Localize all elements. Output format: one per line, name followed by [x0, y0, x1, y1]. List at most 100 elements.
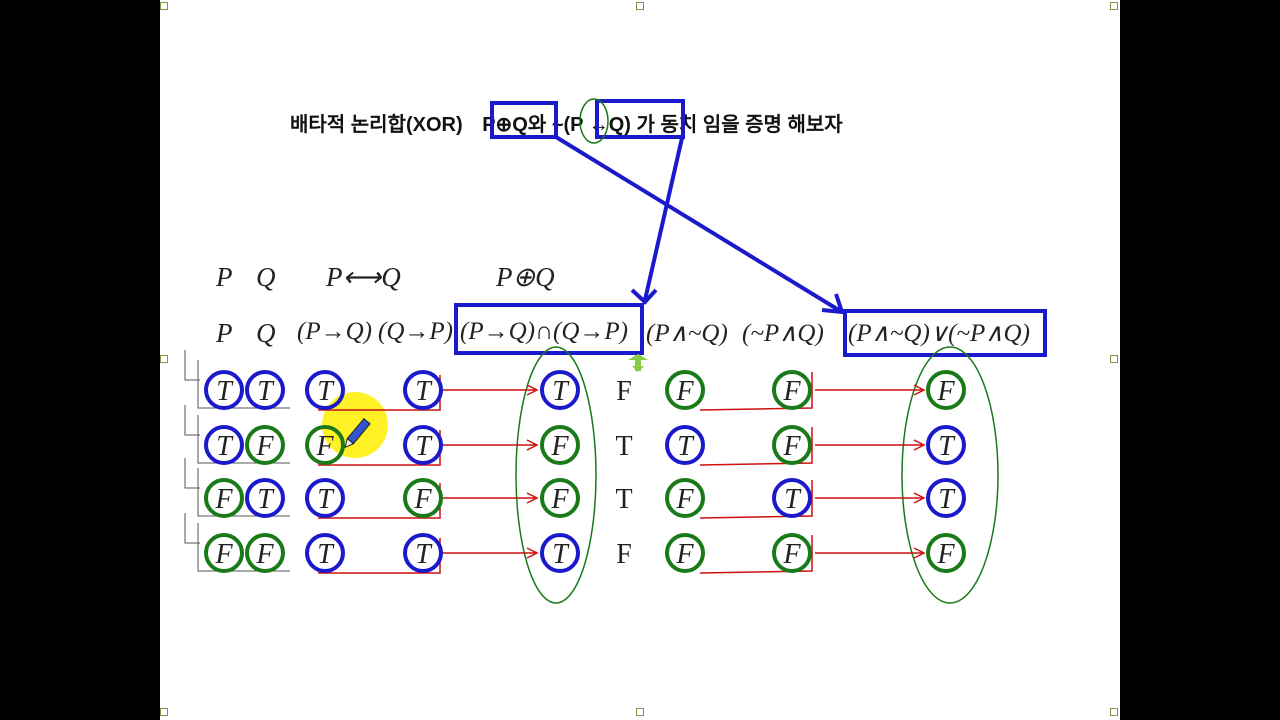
cell-notp_and_q: T	[784, 484, 802, 515]
cell-q: T	[257, 376, 275, 407]
title-particle: 와	[527, 114, 547, 136]
cell-p_and_notq: T	[677, 431, 695, 462]
cell-disj: T	[938, 484, 956, 515]
header-q: Q	[256, 262, 276, 292]
cell-q: T	[257, 484, 275, 515]
cell-p_imp_q: T	[317, 376, 335, 407]
header2-disj: (P∧~Q)∨(~P∧Q)	[848, 320, 1030, 347]
value-circle	[665, 478, 705, 518]
value-circle	[305, 478, 345, 518]
value-circle	[305, 370, 345, 410]
value-circle	[926, 478, 966, 518]
row-arrow-right	[699, 372, 926, 411]
value-circle	[772, 478, 812, 518]
row-arrow-right	[699, 480, 926, 519]
cell-p: T	[216, 376, 234, 407]
value-circle	[245, 425, 285, 465]
cell-q: F	[255, 431, 274, 462]
cell-disj: F	[936, 539, 955, 570]
row-arrow-right	[699, 535, 926, 574]
cell-notp_and_q: F	[782, 376, 801, 407]
resize-handle[interactable]	[636, 2, 644, 10]
resize-handle[interactable]	[1110, 2, 1118, 10]
value-circle	[540, 370, 580, 410]
cell-neg: T	[615, 484, 632, 515]
value-circle	[245, 370, 285, 410]
value-circle	[665, 533, 705, 573]
value-circle	[665, 370, 705, 410]
cell-p: F	[214, 484, 233, 515]
value-circle	[204, 370, 244, 410]
cell-neg: F	[616, 376, 632, 407]
resize-handle[interactable]	[1110, 708, 1118, 716]
cell-disj: F	[936, 376, 955, 407]
cell-q_imp_p: T	[415, 431, 433, 462]
disj-box	[843, 309, 1047, 357]
value-circle	[305, 425, 345, 465]
arrow-xor-to-disj	[554, 135, 845, 315]
resize-handle[interactable]	[160, 2, 168, 10]
cell-disj: T	[938, 431, 956, 462]
header-bicond: P⟷Q	[326, 262, 401, 292]
cell-p: T	[216, 431, 234, 462]
resize-handle[interactable]	[160, 355, 168, 363]
negation-ellipse	[579, 98, 609, 144]
arrow-bicond-to-conj	[630, 137, 684, 305]
value-circle	[926, 533, 966, 573]
cell-p: F	[214, 539, 233, 570]
value-circle	[204, 533, 244, 573]
title-suffix: 가 동치 임을 증명 해보자	[636, 114, 843, 136]
xor-box	[490, 101, 558, 139]
row-arrow	[442, 439, 539, 451]
cell-p_imp_q: F	[315, 431, 334, 462]
conj-box	[454, 303, 644, 355]
header2-q: Q	[256, 318, 276, 348]
bicond-box	[595, 99, 685, 139]
cell-conj: T	[552, 376, 570, 407]
header2-p-and-notq: (P∧~Q)	[646, 320, 728, 347]
cell-p_imp_q: T	[317, 539, 335, 570]
title-prefix: 배타적 논리합(XOR)	[290, 114, 463, 136]
conj-column-ellipse	[515, 346, 597, 604]
header2-p: P	[216, 318, 233, 348]
value-circle	[772, 425, 812, 465]
cell-conj: F	[550, 484, 569, 515]
value-circle	[403, 533, 443, 573]
row-arrow	[442, 492, 539, 504]
value-circle	[926, 370, 966, 410]
value-circle	[665, 425, 705, 465]
resize-handle[interactable]	[160, 708, 168, 716]
value-circle	[403, 478, 443, 518]
value-circle	[540, 533, 580, 573]
header2-q-imp-p: (Q→P)	[378, 318, 453, 345]
cell-p_and_notq: F	[675, 376, 694, 407]
resize-handle[interactable]	[636, 708, 644, 716]
header-xor: P⊕Q	[496, 262, 555, 292]
cell-conj: F	[550, 431, 569, 462]
move-handle-icon[interactable]	[628, 354, 648, 372]
value-circle	[305, 533, 345, 573]
cell-p_and_notq: F	[675, 484, 694, 515]
value-circle	[403, 370, 443, 410]
cursor-highlight	[322, 392, 388, 458]
cell-q_imp_p: T	[415, 376, 433, 407]
header-p: P	[216, 262, 233, 292]
value-circle	[540, 425, 580, 465]
value-circle	[403, 425, 443, 465]
value-circle	[772, 370, 812, 410]
cell-conj: T	[552, 539, 570, 570]
value-circle	[540, 478, 580, 518]
cell-p_imp_q: T	[317, 484, 335, 515]
resize-handle[interactable]	[1110, 355, 1118, 363]
pencil-icon	[344, 417, 371, 449]
value-circle	[772, 533, 812, 573]
value-circle	[926, 425, 966, 465]
header2-p-imp-q: (P→Q)	[297, 318, 372, 345]
header2-notp-and-q: (~P∧Q)	[742, 320, 824, 347]
value-circle	[245, 533, 285, 573]
value-circle	[204, 425, 244, 465]
cell-q: F	[255, 539, 274, 570]
row-arrow	[442, 384, 539, 396]
header2-conj: (P→Q)∩(Q→P)	[460, 318, 629, 345]
